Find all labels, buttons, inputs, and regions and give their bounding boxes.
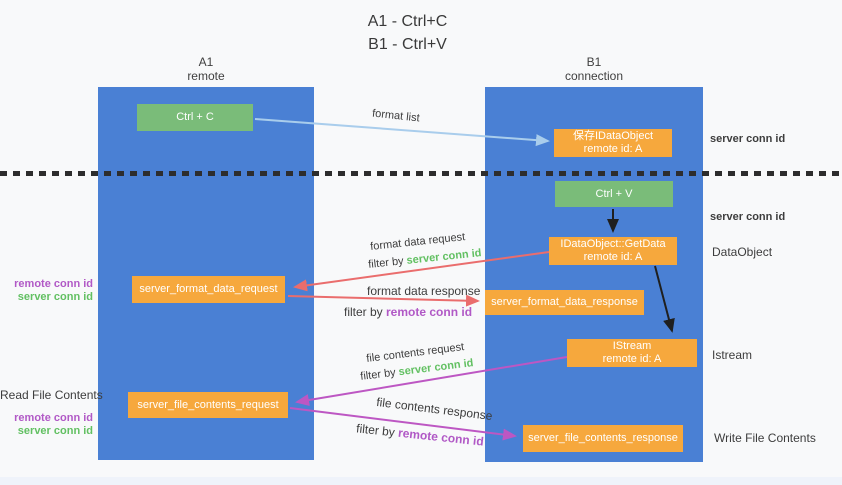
node-istream: IStream remote id: A (567, 339, 697, 367)
right-istream-label: Istream (712, 348, 753, 362)
title-line-2: B1 - Ctrl+V (368, 36, 447, 53)
node-file-response-label: server_file_contents_response (528, 432, 678, 444)
node-server-format-data-response: server_format_data_response (485, 290, 644, 315)
right-server-conn-id-2: server conn id (710, 211, 786, 223)
file-contents-response-label: file contents response (375, 394, 494, 424)
title-line-1: A1 - Ctrl+C (367, 13, 448, 30)
remote-conn-id-text: remote conn id (397, 425, 485, 449)
node-save-idataobject-line1: 保存IDataObject (572, 130, 654, 142)
node-save-idataobject-line2: remote id: A (583, 143, 643, 155)
filter-by-text: filter by (344, 305, 387, 319)
left-remote-conn-id-2: remote conn id (14, 412, 93, 424)
lane-header-a1: A1 remote (146, 55, 266, 83)
node-server-format-data-request: server_format_data_request (132, 276, 285, 303)
bottom-strip (0, 477, 842, 485)
left-conn-id-pair-1: remote conn id server conn id (0, 278, 93, 304)
server-conn-id-text: server conn id (397, 357, 475, 379)
node-ctrl-v-label: Ctrl + V (595, 187, 633, 200)
left-server-conn-id-1: server conn id (17, 291, 93, 303)
node-file-request-label: server_file_contents_request (137, 398, 279, 411)
machine-boundary-dotted-line (0, 171, 842, 176)
node-idataobject-getdata: IDataObject::GetData remote id: A (549, 237, 677, 265)
lane-b1-subtitle: connection (564, 69, 624, 83)
node-ctrl-v: Ctrl + V (555, 181, 673, 207)
lane-a1-title: A1 (198, 55, 214, 69)
node-istream-line2: remote id: A (602, 353, 662, 365)
right-write-file-contents-label: Write File Contents (714, 431, 816, 445)
right-dataobject-label: DataObject (712, 245, 773, 259)
filter-by-text: filter by (355, 421, 399, 440)
server-conn-id-text: server conn id (405, 247, 483, 267)
node-istream-line1: IStream (612, 340, 652, 352)
lane-a1-subtitle: remote (187, 69, 225, 83)
left-read-file-contents-label: Read File Contents (0, 388, 103, 402)
format-data-response-label: format data response (367, 284, 481, 298)
node-server-file-contents-response: server_file_contents_response (523, 425, 683, 452)
left-conn-id-pair-2: remote conn id server conn id (0, 412, 93, 438)
node-save-idataobject: 保存IDataObject remote id: A (554, 129, 672, 157)
format-list-label: format list (371, 107, 421, 125)
node-server-file-contents-request: server_file_contents_request (128, 392, 288, 418)
file-response-filter-label: filter by remote conn id (356, 421, 485, 448)
diagram-title: A1 - Ctrl+C B1 - Ctrl+V (325, 10, 490, 56)
lane-b1-title: B1 (586, 55, 602, 69)
node-format-request-label: server_format_data_request (139, 283, 278, 295)
left-remote-conn-id-1: remote conn id (14, 278, 93, 290)
filter-by-text: filter by (359, 366, 400, 383)
node-format-response-label: server_format_data_response (491, 296, 638, 308)
format-response-filter-label: filter by remote conn id (344, 305, 472, 319)
right-server-conn-id-1: server conn id (710, 133, 786, 145)
node-getdata-line2: remote id: A (583, 251, 643, 263)
node-ctrl-c: Ctrl + C (137, 104, 253, 131)
remote-conn-id-text: remote conn id (386, 305, 473, 319)
node-getdata-line1: IDataObject::GetData (560, 238, 666, 250)
lane-header-b1: B1 connection (534, 55, 654, 83)
left-server-conn-id-2: server conn id (17, 425, 93, 437)
filter-by-text: filter by (367, 254, 408, 271)
node-ctrl-c-label: Ctrl + C (176, 111, 214, 123)
